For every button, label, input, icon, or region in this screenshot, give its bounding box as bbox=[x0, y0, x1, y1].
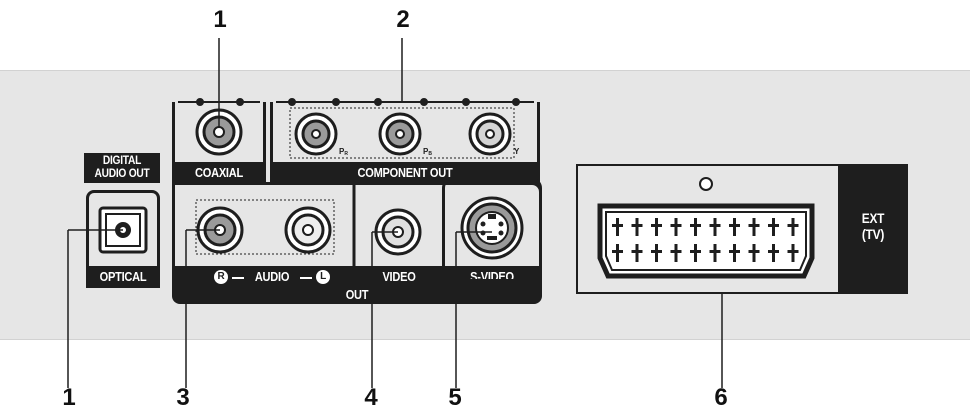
scart-pin-crossbar bbox=[612, 224, 623, 227]
audio-l-jack-icon bbox=[284, 206, 332, 254]
audio-dash-right bbox=[300, 277, 312, 279]
scart-pin-crossbar bbox=[787, 224, 799, 227]
callout-6: 6 bbox=[714, 384, 728, 411]
scart-pin-crossbar bbox=[768, 224, 779, 227]
scart-pin-crossbar bbox=[690, 224, 701, 227]
out-label-bar bbox=[172, 266, 542, 304]
component-top-rail bbox=[276, 98, 534, 106]
coaxial-label-bar bbox=[172, 162, 266, 184]
scart-pin-crossbar bbox=[651, 224, 662, 227]
audio-label: AUDIO bbox=[254, 269, 290, 284]
audio-group-outline bbox=[195, 199, 335, 255]
optical-label-bar bbox=[86, 266, 160, 288]
callout-1-top: 1 bbox=[213, 6, 227, 33]
scart-pin-crossbar bbox=[631, 250, 643, 253]
callout-3: 3 bbox=[176, 384, 190, 411]
component-pb-jack-icon bbox=[378, 112, 422, 156]
scart-pin-crossbar bbox=[690, 250, 701, 253]
scart-pin-crossbar bbox=[729, 250, 740, 253]
y-label: Y bbox=[514, 147, 520, 156]
component-y-jack-icon bbox=[468, 112, 512, 156]
ext-tv-label-line1: EXT bbox=[861, 210, 885, 226]
ext-tv-label-bar bbox=[838, 164, 908, 294]
scart-pin-crossbar bbox=[612, 250, 623, 253]
digital-audio-out-label-bar bbox=[84, 153, 160, 183]
optical-label: OPTICAL bbox=[99, 269, 147, 284]
s-video-frame bbox=[442, 178, 542, 282]
pb-label: PB bbox=[423, 147, 432, 157]
out-label: OUT bbox=[345, 287, 369, 302]
component-out-label: COMPONENT OUT bbox=[357, 165, 453, 180]
scart-pin-crossbar bbox=[651, 250, 662, 253]
audio-label-r-badge: R bbox=[214, 270, 228, 284]
component-pr-jack-icon bbox=[294, 112, 338, 156]
audio-dash-left bbox=[232, 277, 244, 279]
scart-pin-crossbar bbox=[709, 224, 721, 227]
digital-audio-out-label-line2: AUDIO OUT bbox=[94, 166, 150, 180]
scart-pin-crossbar bbox=[729, 224, 740, 227]
scart-connector-icon bbox=[597, 177, 815, 279]
callout-4: 4 bbox=[364, 384, 378, 411]
pr-label: PR bbox=[339, 147, 348, 157]
scart-pin-crossbar bbox=[670, 250, 682, 253]
s-video-jack-icon bbox=[460, 196, 524, 260]
scart-pin-crossbar bbox=[631, 224, 643, 227]
scart-pin-crossbar bbox=[768, 250, 779, 253]
digital-audio-out-label-line1: DIGITAL bbox=[102, 153, 142, 167]
coaxial-label: COAXIAL bbox=[195, 165, 243, 180]
callout-1-bottom: 1 bbox=[62, 384, 76, 411]
callout-5: 5 bbox=[448, 384, 462, 411]
scart-pin-crossbar bbox=[670, 224, 682, 227]
scart-pin-crossbar bbox=[748, 224, 760, 227]
callout-2: 2 bbox=[396, 6, 410, 33]
ext-tv-label-line2: (TV) bbox=[861, 226, 885, 242]
component-group-outline bbox=[289, 107, 515, 159]
scart-pin-crossbar bbox=[787, 250, 799, 253]
coaxial-jack-icon bbox=[195, 108, 243, 156]
callout-leaders bbox=[67, 38, 723, 388]
scart-pin-crossbar bbox=[709, 250, 721, 253]
scart-pin-crossbar bbox=[748, 250, 760, 253]
video-label: VIDEO bbox=[382, 269, 416, 284]
audio-label-l-badge: L bbox=[316, 270, 330, 284]
